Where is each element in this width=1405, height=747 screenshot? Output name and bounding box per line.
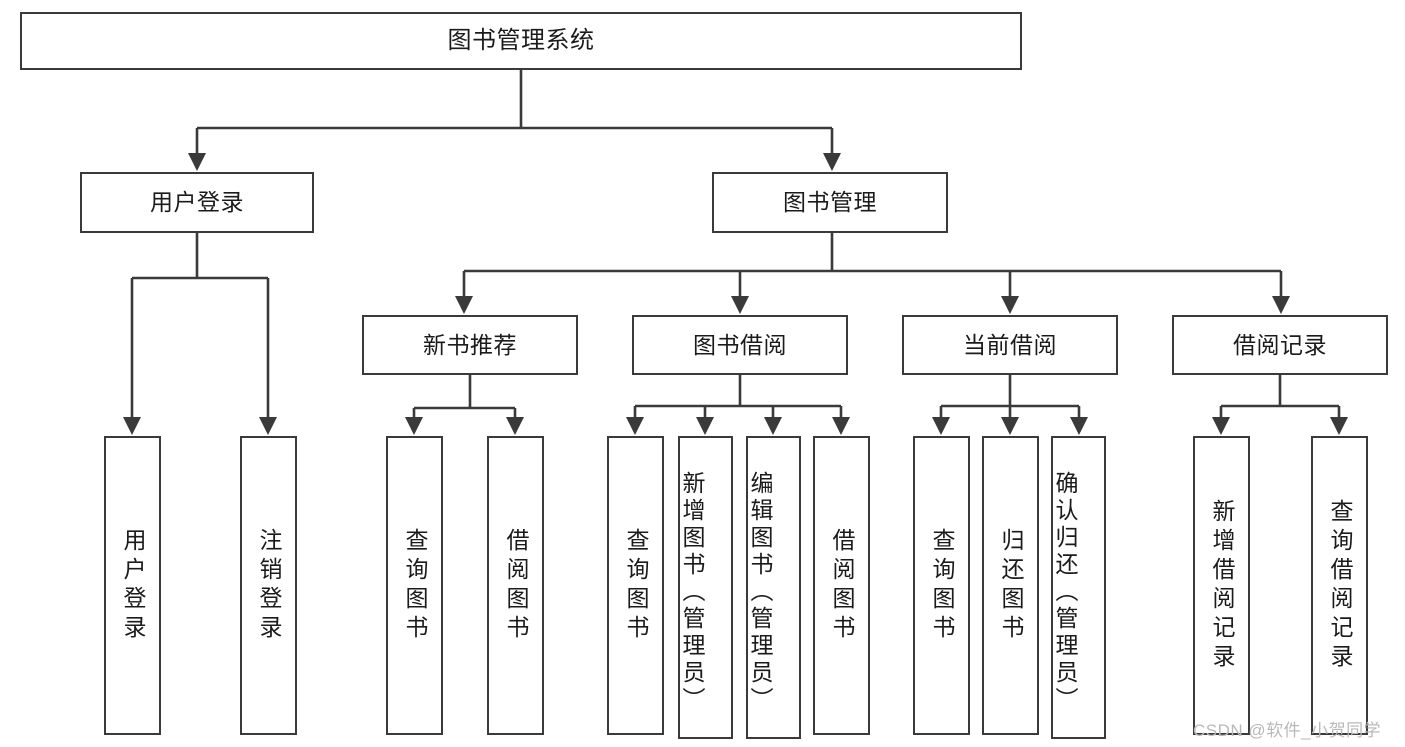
node-label: 用户登录 (120, 527, 146, 644)
node-label: 注销登录 (256, 527, 282, 644)
node-new-book-recommendation[interactable]: 新书推荐 (362, 315, 578, 375)
node-borrowing-record[interactable]: 借阅记录 (1172, 315, 1388, 375)
leaf-query-borrow-record[interactable]: 查询借阅记录 (1311, 436, 1368, 735)
node-label: 图书借阅 (693, 331, 787, 358)
leaf-query-books-current[interactable]: 查询图书 (913, 436, 970, 735)
node-label: 借阅图书 (829, 527, 855, 644)
leaf-borrow-books[interactable]: 借阅图书 (813, 436, 870, 735)
node-label: 借阅图书 (503, 527, 529, 644)
leaf-query-books-recommend[interactable]: 查询图书 (386, 436, 443, 735)
node-label: 查询图书 (623, 527, 649, 644)
leaf-user-login[interactable]: 用户登录 (104, 436, 161, 735)
leaf-add-book-admin[interactable]: 新增图书（管理员） (678, 436, 733, 739)
node-label: 图书管理系统 (447, 27, 595, 54)
node-label: 用户登录 (150, 189, 244, 215)
node-label: 当前借阅 (963, 331, 1057, 358)
node-label: 图书管理 (783, 189, 877, 215)
leaf-add-borrow-record[interactable]: 新增借阅记录 (1193, 436, 1250, 735)
node-label: 新书推荐 (423, 331, 517, 358)
node-label: 查询图书 (929, 527, 955, 644)
node-book-borrowing[interactable]: 图书借阅 (632, 315, 848, 375)
node-label: 编辑图书（管理员） (747, 471, 773, 714)
leaf-logout[interactable]: 注销登录 (240, 436, 297, 735)
node-book-management[interactable]: 图书管理 (712, 172, 948, 233)
node-label: 查询借阅记录 (1327, 498, 1353, 673)
node-label: 查询图书 (402, 527, 428, 644)
csdn-watermark: CSDN @软件_小贺同学 (1193, 721, 1382, 740)
node-label: 新增借阅记录 (1209, 498, 1235, 673)
leaf-query-books-borrow[interactable]: 查询图书 (607, 436, 664, 735)
node-label: 借阅记录 (1233, 331, 1327, 358)
leaf-edit-book-admin[interactable]: 编辑图书（管理员） (746, 436, 801, 739)
node-label: 归还图书 (998, 527, 1024, 644)
leaf-return-books[interactable]: 归还图书 (982, 436, 1039, 735)
node-label: 确认归还（管理员） (1052, 471, 1078, 714)
leaf-confirm-return-admin[interactable]: 确认归还（管理员） (1051, 436, 1106, 739)
node-label: 新增图书（管理员） (679, 471, 705, 714)
node-root-book-management-system[interactable]: 图书管理系统 (20, 12, 1022, 70)
node-current-borrowing[interactable]: 当前借阅 (902, 315, 1118, 375)
node-user-login[interactable]: 用户登录 (80, 172, 314, 233)
leaf-borrow-books-recommend[interactable]: 借阅图书 (487, 436, 544, 735)
